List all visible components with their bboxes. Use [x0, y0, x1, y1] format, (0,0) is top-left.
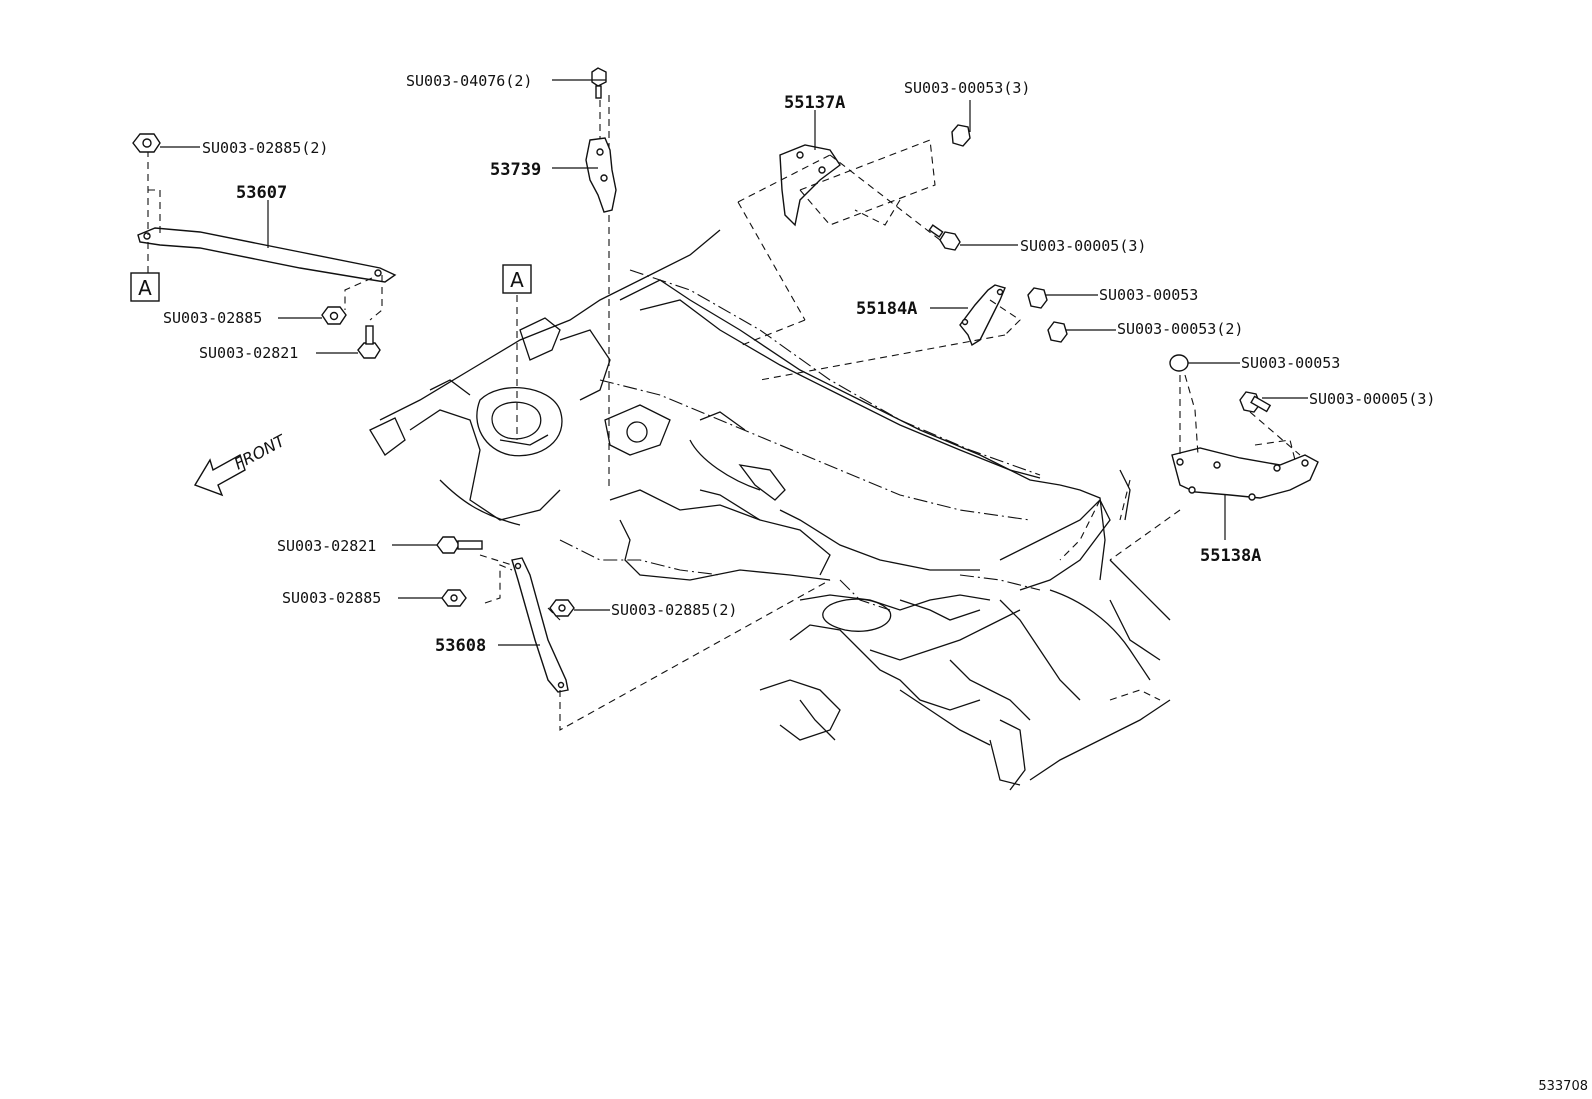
nut-icon [1047, 321, 1068, 343]
leader-lines [160, 79, 1308, 646]
front-arrow-indicator: FRONT [193, 431, 289, 497]
part-53608-brace [436, 536, 831, 731]
ref-box-center: A [502, 264, 532, 294]
callout-su003-00053-3: SU003-00053(3) [904, 79, 1030, 97]
front-arrow-icon [193, 453, 246, 497]
part-55137a-bracket [737, 124, 971, 346]
bolt-icon [591, 67, 607, 87]
callout-su003-02885-2-low: SU003-02885(2) [611, 601, 737, 619]
ref-box-left: A [130, 272, 160, 302]
part-53607-brace [132, 133, 397, 359]
ref-box-center-label: A [510, 268, 524, 292]
callout-53608: 53608 [435, 636, 486, 656]
callout-su003-00005-3-top: SU003-00005(3) [1020, 237, 1146, 255]
callout-su003-00053-2: SU003-00053(2) [1117, 320, 1243, 338]
part-53739-bracket [585, 67, 617, 213]
bolt-icon [939, 231, 961, 251]
bolt-icon [357, 342, 381, 359]
callout-su003-02821-a: SU003-02821 [199, 344, 298, 362]
bolt-icon [436, 536, 460, 554]
ref-box-left-label: A [138, 276, 152, 300]
callout-53739: 53739 [490, 160, 541, 180]
callout-su003-00053-a: SU003-00053 [1099, 286, 1198, 304]
callout-55138a: 55138A [1200, 546, 1261, 566]
callout-su003-00053-b: SU003-00053 [1241, 354, 1340, 372]
callout-su003-00005-3-right: SU003-00005(3) [1309, 390, 1435, 408]
part-55138a-bracket [1109, 354, 1319, 561]
callout-su003-02821-b: SU003-02821 [277, 537, 376, 555]
nut-icon [1027, 287, 1048, 309]
callout-su003-02885-b: SU003-02885 [282, 589, 381, 607]
front-label: FRONT [231, 431, 289, 474]
part-55184a-bracket [759, 284, 1068, 381]
callout-53607: 53607 [236, 183, 287, 203]
callout-labels: SU003-04076(2) 53739 SU003-02885(2) 5360… [163, 72, 1435, 656]
callout-su003-02885-2-top: SU003-02885(2) [202, 139, 328, 157]
vehicle-body-outline [369, 95, 1171, 791]
callout-55184a: 55184A [856, 299, 917, 319]
nut-icon [1169, 354, 1189, 372]
callout-55137a: 55137A [784, 93, 845, 113]
illustration-id: 533708 [1538, 1079, 1588, 1094]
nut-icon [951, 124, 971, 147]
callout-su003-02885-a: SU003-02885 [163, 309, 262, 327]
callout-su003-04076: SU003-04076(2) [406, 72, 532, 90]
